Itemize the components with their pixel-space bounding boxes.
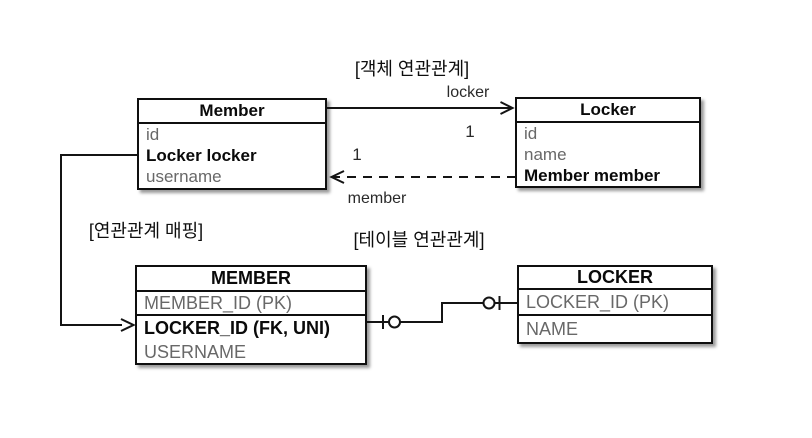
locker-table-col-locker-id: LOCKER_ID (PK): [519, 290, 711, 316]
locker-table-title: LOCKER: [519, 267, 711, 290]
member-role-label: member: [347, 190, 407, 207]
member-table-col-locker-id: LOCKER_ID (FK, UNI): [144, 317, 330, 338]
locker-side-zero-circle-icon: [482, 296, 496, 310]
locker-role-label: locker: [446, 84, 490, 101]
reverse-association-arrowhead-icon: [329, 170, 345, 184]
member-table-box: MEMBER MEMBER_ID (PK) LOCKER_ID (FK, UNI…: [135, 265, 367, 365]
object-association-label: [객체 연관관계]: [354, 59, 470, 79]
member-multiplicity-label: 1: [352, 145, 362, 164]
member-table-col-username: USERNAME: [144, 342, 247, 363]
table-relation-line: [367, 302, 517, 323]
locker-class-box: Locker id name Member member: [515, 97, 701, 188]
locker-field-member: Member member: [524, 166, 661, 186]
locker-class-title: Locker: [517, 99, 699, 123]
member-field-username: username: [146, 167, 222, 187]
member-table-title: MEMBER: [137, 267, 365, 292]
member-side-zero-circle-icon: [388, 315, 401, 329]
object-association-arrowhead-icon: [500, 101, 515, 115]
locker-table-box: LOCKER LOCKER_ID (PK) NAME: [517, 265, 713, 344]
locker-field-name: name: [524, 144, 567, 164]
table-association-label: [테이블 연관관계]: [353, 230, 485, 250]
locker-field-id: id: [524, 123, 538, 143]
locker-multiplicity-label: 1: [465, 122, 475, 141]
member-table-col-member-id: MEMBER_ID (PK): [137, 292, 365, 317]
mapping-label: [연관관계 매핑]: [88, 221, 204, 241]
member-class-box: Member id Locker locker username: [137, 98, 327, 190]
mapping-arrowhead-icon: [120, 318, 136, 332]
member-field-locker: Locker locker: [146, 145, 257, 165]
member-class-title: Member: [139, 100, 325, 124]
member-field-id: id: [146, 124, 160, 144]
locker-table-col-name: NAME: [526, 318, 579, 339]
